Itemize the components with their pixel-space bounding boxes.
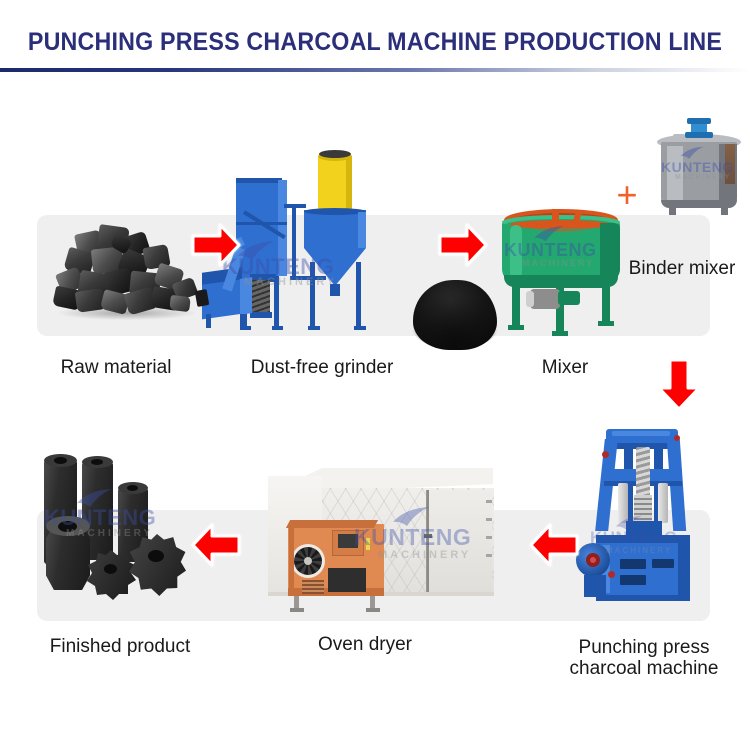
finished-product-image: KUNTENG MACHINERY (30, 440, 190, 620)
raw-material-image (52, 222, 202, 327)
plus-sign: + (616, 174, 638, 215)
arrow-press-to-oven (528, 522, 580, 568)
label-dust-free-grinder: Dust-free grinder (250, 357, 394, 378)
arrow-raw-to-grinder (190, 222, 242, 268)
mixer-image: KUNTENG MACHINERY (496, 205, 628, 336)
label-oven-dryer: Oven dryer (318, 634, 412, 655)
label-mixer: Mixer (541, 357, 589, 378)
oven-dryer-image: KUNTENG MACHINERY (258, 468, 508, 620)
arrow-oven-to-finished (190, 522, 242, 568)
arrow-mixer-to-press (656, 357, 702, 413)
charcoal-powder-image (408, 278, 502, 352)
arrow-grinder-to-mixer (437, 222, 489, 268)
binder-mixer-image: KUNTENG MACHINERY (655, 118, 743, 223)
label-finished-product: Finished product (49, 636, 191, 657)
header-divider (0, 68, 750, 72)
page-title: PUNCHING PRESS CHARCOAL MACHINE PRODUCTI… (27, 28, 723, 56)
label-punching-press: Punching press charcoal machine (560, 637, 728, 679)
label-punching-press-line1: Punching press (578, 637, 710, 658)
label-binder-mixer: Binder mixer (628, 258, 736, 279)
punching-press-machine-image: KUNTENG MACHINERY (576, 425, 708, 625)
label-raw-material: Raw material (60, 357, 172, 378)
powder-mound (409, 280, 501, 350)
label-punching-press-line2: charcoal machine (569, 658, 719, 679)
